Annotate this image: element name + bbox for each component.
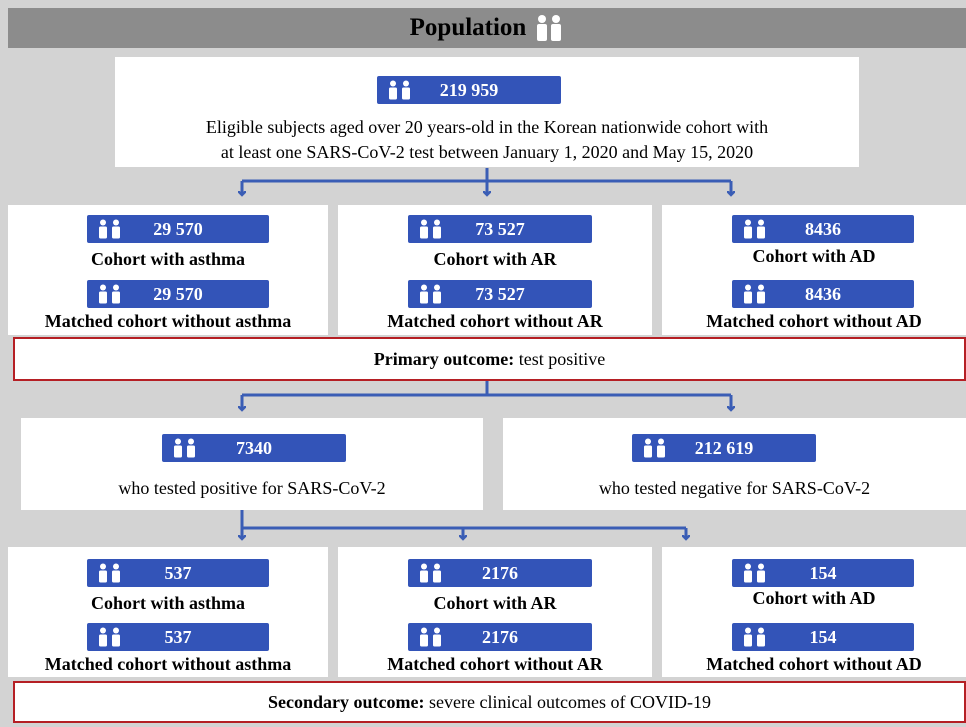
secondary-asthma-matched-label: Matched cohort without asthma (44, 654, 292, 674)
negative-label: who tested negative for SARS-CoV-2 (598, 478, 871, 498)
negative-count-badge: 212 619 (632, 434, 816, 462)
primary-outcome-box: Primary outcome: test positive (13, 337, 966, 381)
people-icon (420, 284, 441, 304)
primary-asthma-label: Cohort with asthma (90, 249, 245, 269)
secondary-ar-count: 2176 (482, 562, 518, 583)
secondary-ad-matched-count-badge: 154 (732, 623, 914, 651)
primary-ar-matched-label: Matched cohort without AR (387, 311, 603, 331)
primary-ar-count: 73 527 (475, 218, 525, 239)
people-icon (744, 563, 765, 583)
people-icon (420, 627, 441, 647)
eligible-box (115, 57, 859, 167)
people-icon (744, 627, 765, 647)
primary-ar-matched-count-badge: 73 527 (408, 280, 592, 308)
people-icon (537, 15, 562, 41)
primary-ad-matched-count-badge: 8436 (732, 280, 914, 308)
primary-ar-matched-count: 73 527 (475, 283, 525, 304)
eligible-description-line2: at least one SARS-CoV-2 test between Jan… (220, 142, 754, 162)
secondary-ar-label: Cohort with AR (433, 593, 557, 613)
secondary-outcome-text: severe clinical outcomes of COVID-19 (424, 691, 711, 712)
people-icon (420, 563, 441, 583)
people-icon (99, 627, 120, 647)
primary-asthma-count-badge: 29 570 (87, 215, 269, 243)
secondary-ad-matched-count: 154 (809, 626, 837, 647)
secondary-ar-matched-count: 2176 (482, 626, 518, 647)
secondary-ad-matched-label: Matched cohort without AD (706, 654, 922, 674)
people-icon (99, 219, 120, 239)
secondary-asthma-label: Cohort with asthma (90, 593, 245, 613)
primary-outcome-label: Primary outcome: (373, 348, 515, 369)
people-icon (174, 438, 195, 458)
tested-positive-box (21, 418, 483, 510)
eligible-count: 219 959 (439, 79, 499, 100)
primary-ad-matched-label: Matched cohort without AD (706, 311, 922, 331)
secondary-ad-count: 154 (809, 562, 837, 583)
tested-negative-box (503, 418, 966, 510)
secondary-ar-matched-count-badge: 2176 (408, 623, 592, 651)
population-title: Population (409, 14, 527, 41)
primary-ad-label: Cohort with AD (752, 246, 876, 266)
people-icon (744, 284, 765, 304)
secondary-ar-matched-label: Matched cohort without AR (387, 654, 603, 674)
primary-ar-count-badge: 73 527 (408, 215, 592, 243)
primary-ad-count-badge: 8436 (732, 215, 914, 243)
secondary-ar-count-badge: 2176 (408, 559, 592, 587)
primary-ar-label: Cohort with AR (433, 249, 557, 269)
population-header: Population (8, 8, 966, 48)
secondary-ad-label: Cohort with AD (752, 588, 876, 608)
primary-asthma-matched-count: 29 570 (153, 283, 203, 304)
secondary-ad-count-badge: 154 (732, 559, 914, 587)
eligible-description-line1: Eligible subjects aged over 20 years-old… (205, 117, 769, 137)
secondary-outcome-label: Secondary outcome: (268, 691, 425, 712)
negative-count: 212 619 (694, 437, 754, 458)
people-icon (420, 219, 441, 239)
people-icon (99, 284, 120, 304)
secondary-outcome-box: Secondary outcome: severe clinical outco… (13, 681, 966, 723)
primary-asthma-matched-label: Matched cohort without asthma (44, 311, 292, 331)
people-icon (389, 80, 410, 100)
people-icon (744, 219, 765, 239)
secondary-asthma-count: 537 (164, 562, 192, 583)
primary-ad-matched-count: 8436 (805, 283, 841, 304)
eligible-count-badge: 219 959 (377, 76, 561, 104)
primary-asthma-count: 29 570 (153, 218, 203, 239)
people-icon (644, 438, 665, 458)
people-icon (99, 563, 120, 583)
positive-count-badge: 7340 (162, 434, 346, 462)
secondary-asthma-matched-count-badge: 537 (87, 623, 269, 651)
positive-count: 7340 (236, 437, 272, 458)
positive-label: who tested positive for SARS-CoV-2 (118, 478, 386, 498)
secondary-asthma-matched-count: 537 (164, 626, 192, 647)
primary-outcome-text: test positive (514, 348, 606, 369)
secondary-asthma-count-badge: 537 (87, 559, 269, 587)
primary-ad-count: 8436 (805, 218, 841, 239)
primary-asthma-matched-count-badge: 29 570 (87, 280, 269, 308)
